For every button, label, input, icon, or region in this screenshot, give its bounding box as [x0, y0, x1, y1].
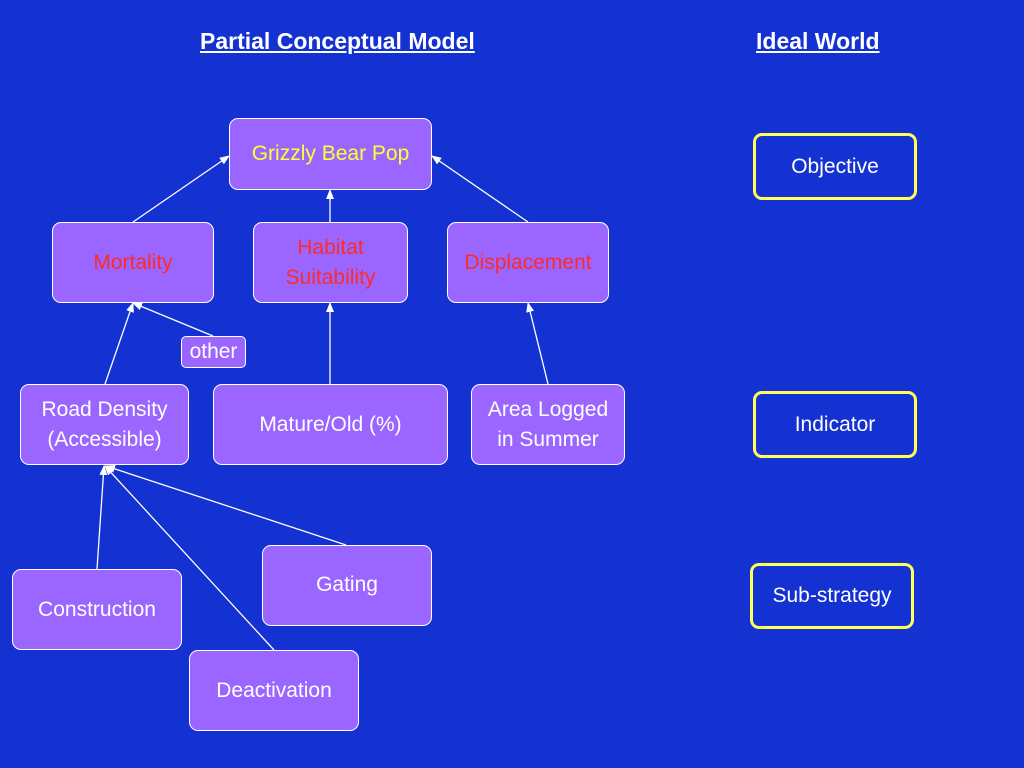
node-label: Displacement	[464, 250, 592, 274]
edge-gating-to-road	[105, 465, 347, 546]
legend-label: Indicator	[794, 412, 876, 436]
node-construction: Construction	[12, 569, 182, 650]
legend-title: Ideal World	[756, 28, 880, 54]
node-label: other	[189, 340, 238, 363]
node-gating: Gating	[262, 545, 432, 626]
node-mature-old: Mature/Old (%)	[213, 384, 448, 465]
node-label: Construction	[38, 597, 156, 621]
legend-indicator: Indicator	[753, 391, 917, 458]
node-area-logged: Area Logged in Summer	[471, 384, 625, 465]
node-label: Mortality	[93, 250, 173, 274]
legend-label: Objective	[791, 154, 879, 178]
node-road-density: Road Density (Accessible)	[20, 384, 189, 465]
node-label: Grizzly Bear Pop	[251, 142, 410, 165]
node-label: Deactivation	[216, 678, 332, 702]
node-deactivation: Deactivation	[189, 650, 359, 731]
edge-displacement-to-grizzly	[431, 155, 529, 223]
node-label: Mature/Old (%)	[259, 412, 402, 436]
node-label: Gating	[316, 573, 378, 596]
edge-other-to-mortality	[132, 302, 214, 337]
legend-objective: Objective	[753, 133, 917, 200]
edge-road-to-mortality	[104, 302, 134, 385]
node-other: other	[181, 336, 246, 368]
edge-logged-to-displacement	[526, 302, 549, 385]
node-label: Road Density (Accessible)	[41, 397, 168, 451]
node-mortality: Mortality	[52, 222, 214, 303]
legend-sub-strategy: Sub-strategy	[750, 563, 914, 629]
node-habitat-suitability: Habitat Suitability	[253, 222, 408, 303]
node-grizzly-bear-pop: Grizzly Bear Pop	[229, 118, 432, 190]
diagram-title: Partial Conceptual Model	[200, 28, 475, 54]
edge-construction-to-road	[96, 465, 108, 570]
edge-mortality-to-grizzly	[132, 155, 230, 223]
node-displacement: Displacement	[447, 222, 609, 303]
legend-label: Sub-strategy	[772, 584, 892, 607]
node-label: Area Logged in Summer	[487, 397, 609, 451]
node-label: Habitat Suitability	[285, 235, 376, 289]
edge-deactivation-to-road	[104, 465, 275, 651]
